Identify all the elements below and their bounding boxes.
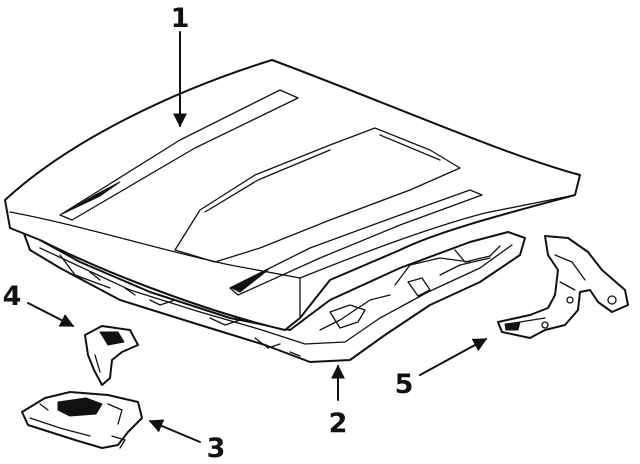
hood-catch — [84, 325, 139, 386]
hood-outer-panel — [4, 59, 581, 331]
hood-inner-panel — [21, 227, 526, 363]
leader-arrows — [27, 31, 488, 443]
leader-arrow-5 — [419, 338, 488, 376]
callout-5: 5 — [395, 369, 414, 400]
callout-2: 2 — [329, 408, 348, 439]
callout-1: 1 — [171, 3, 190, 34]
leader-arrow-3 — [148, 419, 201, 443]
leader-arrow-4 — [27, 302, 75, 327]
callout-3: 3 — [207, 433, 226, 464]
hood-hinge — [497, 235, 629, 339]
callout-4: 4 — [3, 281, 22, 312]
hood-latch — [21, 391, 143, 449]
